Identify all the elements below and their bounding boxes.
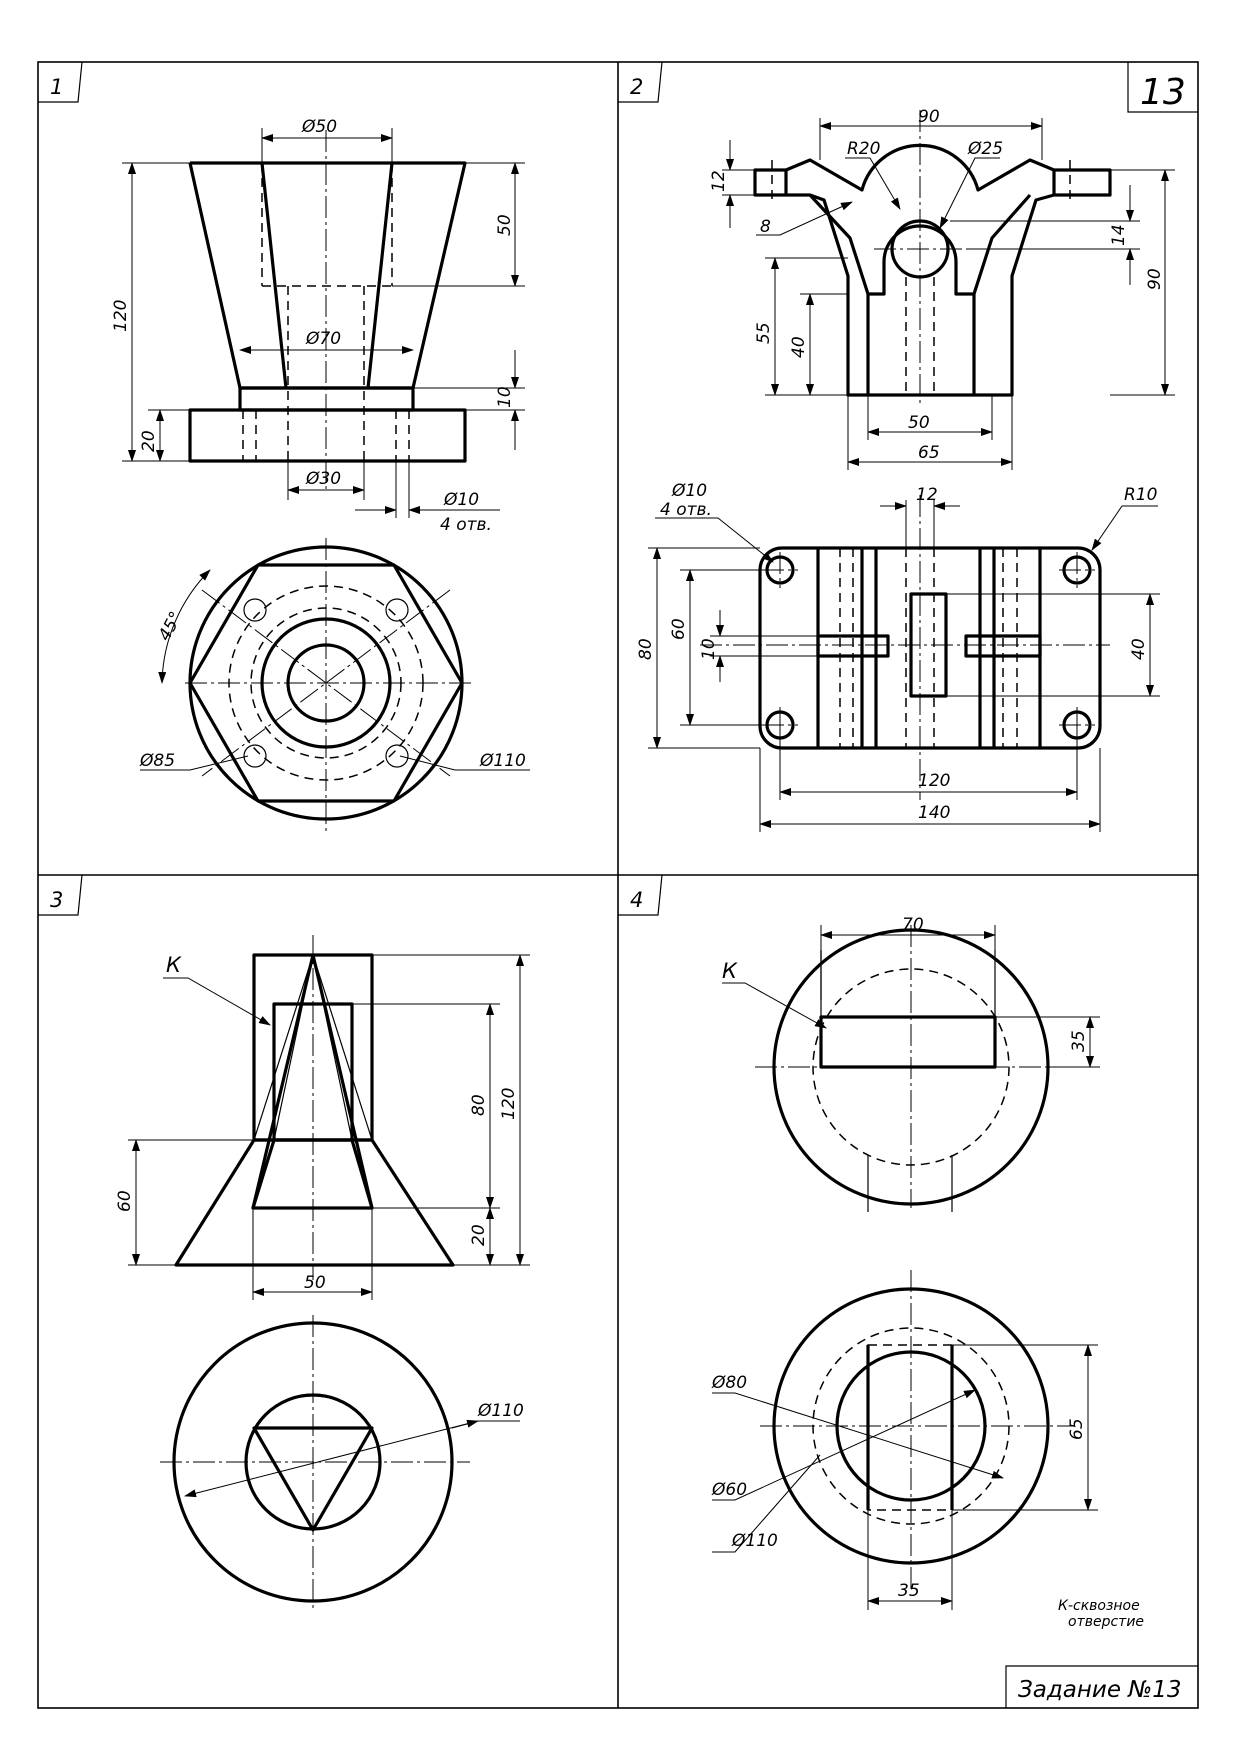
- p2-dim-w12: 12: [916, 485, 938, 505]
- p3-dim-w50: 50: [304, 1273, 326, 1293]
- p3-dim-h20: 20: [469, 1224, 489, 1246]
- p1-dim-d110: Ø110: [479, 751, 526, 771]
- p3-dim-h120: 120: [499, 1088, 519, 1120]
- p2-dim-h12: 12: [709, 170, 729, 192]
- p4-dim-d80: Ø80: [711, 1373, 747, 1393]
- p4-dim-d110: Ø110: [731, 1531, 778, 1551]
- p3-dim-d110: Ø110: [477, 1401, 524, 1421]
- panel-4-front-view: [722, 925, 1100, 1212]
- panel-4-label: 4: [630, 888, 643, 912]
- p2-dim-h60: 60: [669, 618, 689, 640]
- sheet-number: 13: [1140, 72, 1186, 113]
- panel-1-front-view: [122, 128, 525, 518]
- p2-dim-d25: Ø25: [967, 139, 1003, 159]
- note-line-2: отверстие: [1068, 1614, 1144, 1630]
- panel-2-label: 2: [630, 75, 643, 99]
- p2-dim-h40b: 40: [1129, 638, 1149, 660]
- p2-dim-h40: 40: [789, 336, 809, 358]
- panel-1-top-view: [140, 538, 530, 832]
- p1-dim-holes: 4 отв.: [440, 515, 492, 535]
- p2-dim-r10: R10: [1124, 485, 1157, 505]
- p2-dim-w90: 90: [918, 107, 940, 127]
- sheet-title: Задание №13: [1018, 1677, 1181, 1703]
- panel-3-label: 3: [50, 888, 63, 912]
- p1-dim-h10: 10: [495, 386, 515, 408]
- p2-dim-h80: 80: [636, 638, 656, 660]
- p3-dim-h80: 80: [469, 1094, 489, 1116]
- p4-dim-h35: 35: [1069, 1030, 1089, 1052]
- p1-dim-d50: Ø50: [301, 117, 337, 137]
- p4-k-label: К: [722, 959, 738, 983]
- p1-dim-d85: Ø85: [139, 751, 175, 771]
- p4-dim-h65: 65: [1067, 1418, 1087, 1440]
- p1-dim-h50: 50: [495, 214, 515, 236]
- p2-dim-h90: 90: [1145, 268, 1165, 290]
- p3-k-label: К: [166, 953, 182, 977]
- p1-dim-d10: Ø10: [443, 490, 479, 510]
- p4-dim-w35: 35: [898, 1581, 920, 1601]
- panel-3-top-view: [160, 1315, 520, 1612]
- p1-dim-h20: 20: [139, 430, 159, 452]
- p1-dim-angle45: 45°: [155, 608, 187, 644]
- p1-dim-d30: Ø30: [305, 469, 341, 489]
- p2-dim-d10: Ø10: [671, 481, 707, 501]
- p2-dim-r20: R20: [847, 139, 880, 159]
- p4-dim-d60: Ø60: [711, 1480, 747, 1500]
- panel-2-front-view: [722, 110, 1175, 470]
- panel-3-front-view: [128, 935, 530, 1300]
- p2-dim-h14: 14: [1109, 224, 1129, 246]
- p2-dim-w65: 65: [918, 443, 940, 463]
- p2-dim-w50: 50: [908, 413, 930, 433]
- p1-dim-d70: Ø70: [305, 329, 341, 349]
- p1-dim-h120: 120: [111, 300, 131, 332]
- panel-2-top-view: [648, 495, 1160, 832]
- panel-4-top-view: [712, 1270, 1098, 1610]
- p2-dim-w140: 140: [918, 803, 950, 823]
- p2-dim-h10: 10: [699, 638, 719, 660]
- p3-dim-h60: 60: [115, 1190, 135, 1212]
- note-line-1: К-сквозное: [1058, 1598, 1140, 1614]
- p2-dim-holes: 4 отв.: [660, 500, 712, 520]
- panel-1-label: 1: [50, 75, 63, 99]
- p2-dim-h55: 55: [754, 322, 774, 344]
- sheet-frame: [37, 61, 1199, 1709]
- p2-dim-w120: 120: [918, 771, 950, 791]
- p4-dim-w70: 70: [902, 915, 924, 935]
- p2-dim-t8: 8: [760, 217, 771, 237]
